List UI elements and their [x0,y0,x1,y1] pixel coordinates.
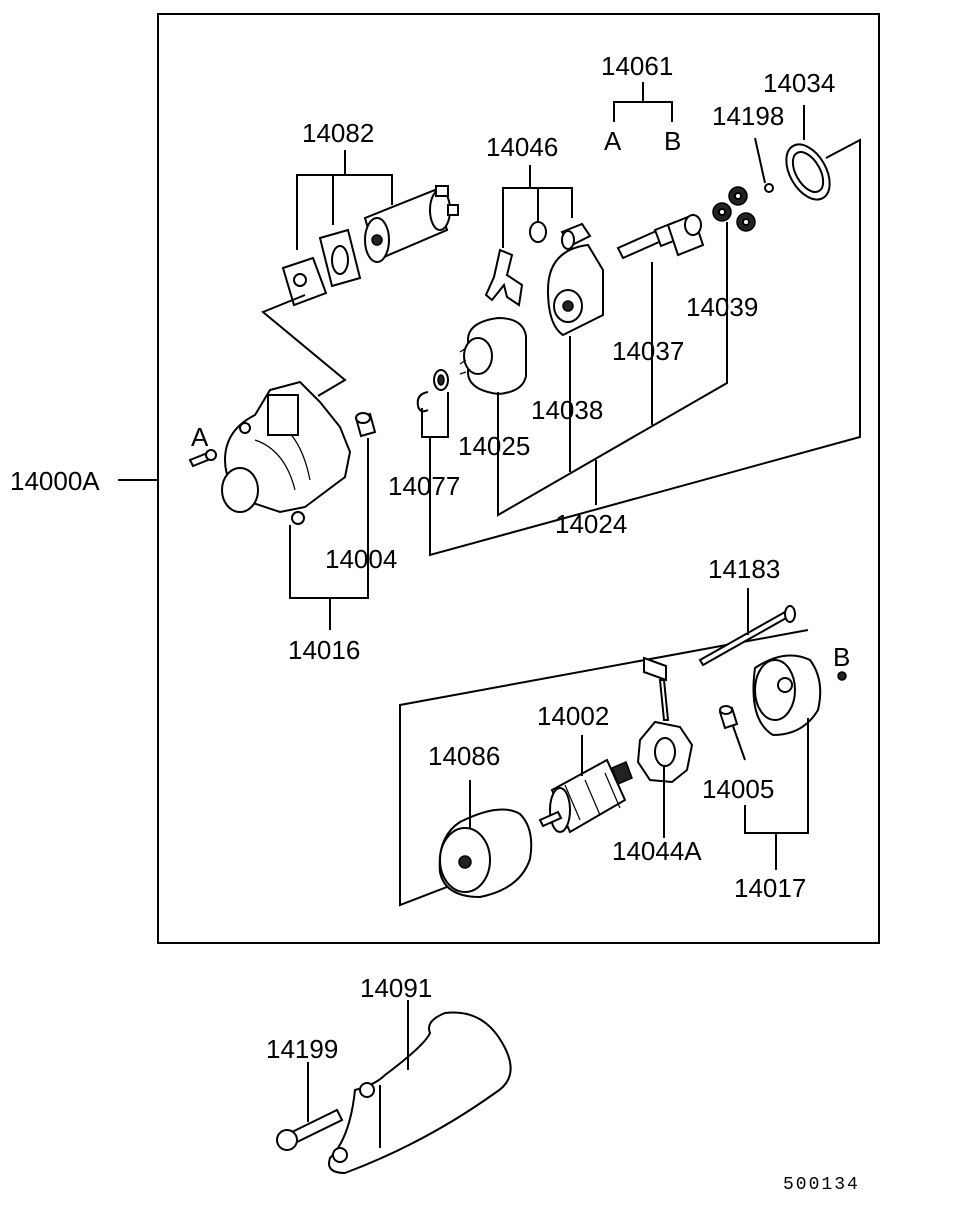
bolt-pair-bracket [613,82,673,122]
label-14198: 14198 [712,101,784,131]
label-14039: 14039 [686,292,758,322]
shield-bolt-icon [290,1108,344,1144]
label-14004: 14004 [325,544,397,574]
internal-gear-group [754,105,831,201]
label-ref-b: B [833,642,850,672]
brush-holder-group [636,656,694,838]
yoke-group [438,780,533,899]
shift-ring-icon [529,221,547,243]
label-14086: 14086 [428,741,500,771]
through-bolt-group [698,588,796,667]
center-bracket-icon [546,243,604,337]
label-14077: 14077 [388,471,460,501]
front-housing-group [188,380,377,630]
heat-shield-icon [328,1011,512,1175]
label-14091: 14091 [360,973,432,1003]
label-14038: 14038 [531,395,603,425]
label-14037: 14037 [612,336,684,366]
assembly-frame [157,13,880,944]
solenoid-group [261,150,459,397]
drive-assembly-bracket [429,138,861,557]
shift-lever-icon [484,248,524,307]
label-14044a: 14044A [612,836,702,866]
drawing-number: 500134 [783,1175,860,1195]
rear-bracket-group [718,654,847,870]
label-14061-b: B [664,126,681,156]
heat-shield-group [276,1000,512,1175]
label-14061-a: A [604,126,622,156]
shift-lever-group [484,165,592,307]
planetary-gear-group [712,186,756,290]
label-14016: 14016 [288,635,360,665]
label-14005: 14005 [702,774,774,804]
solenoid-gasket-icon [318,228,362,288]
overrunning-clutch-icon [467,316,527,396]
label-14017: 14017 [734,873,806,903]
label-assembly: 14000A [10,466,100,496]
label-14024: 14024 [555,509,627,539]
label-14082: 14082 [302,118,374,148]
armature-group [538,735,633,834]
retaining-ring-group [416,369,449,438]
label-14034: 14034 [763,68,835,98]
label-14199: 14199 [266,1034,338,1064]
through-bolt-icon [698,610,790,667]
center-bracket-group [546,243,604,395]
label-14061: 14061 [601,51,673,81]
pinion-shaft-group [616,213,705,330]
label-14046: 14046 [486,132,558,162]
label-14025: 14025 [458,431,530,461]
steel-ball-icon [764,183,774,193]
screw-b-icon [837,671,847,681]
label-ref-a: A [191,422,209,452]
snap-ring-icon [416,391,429,413]
motor-assembly-bracket [399,629,809,907]
overrunning-clutch-group [459,316,527,430]
label-14183: 14183 [708,554,780,584]
label-14002: 14002 [537,701,609,731]
